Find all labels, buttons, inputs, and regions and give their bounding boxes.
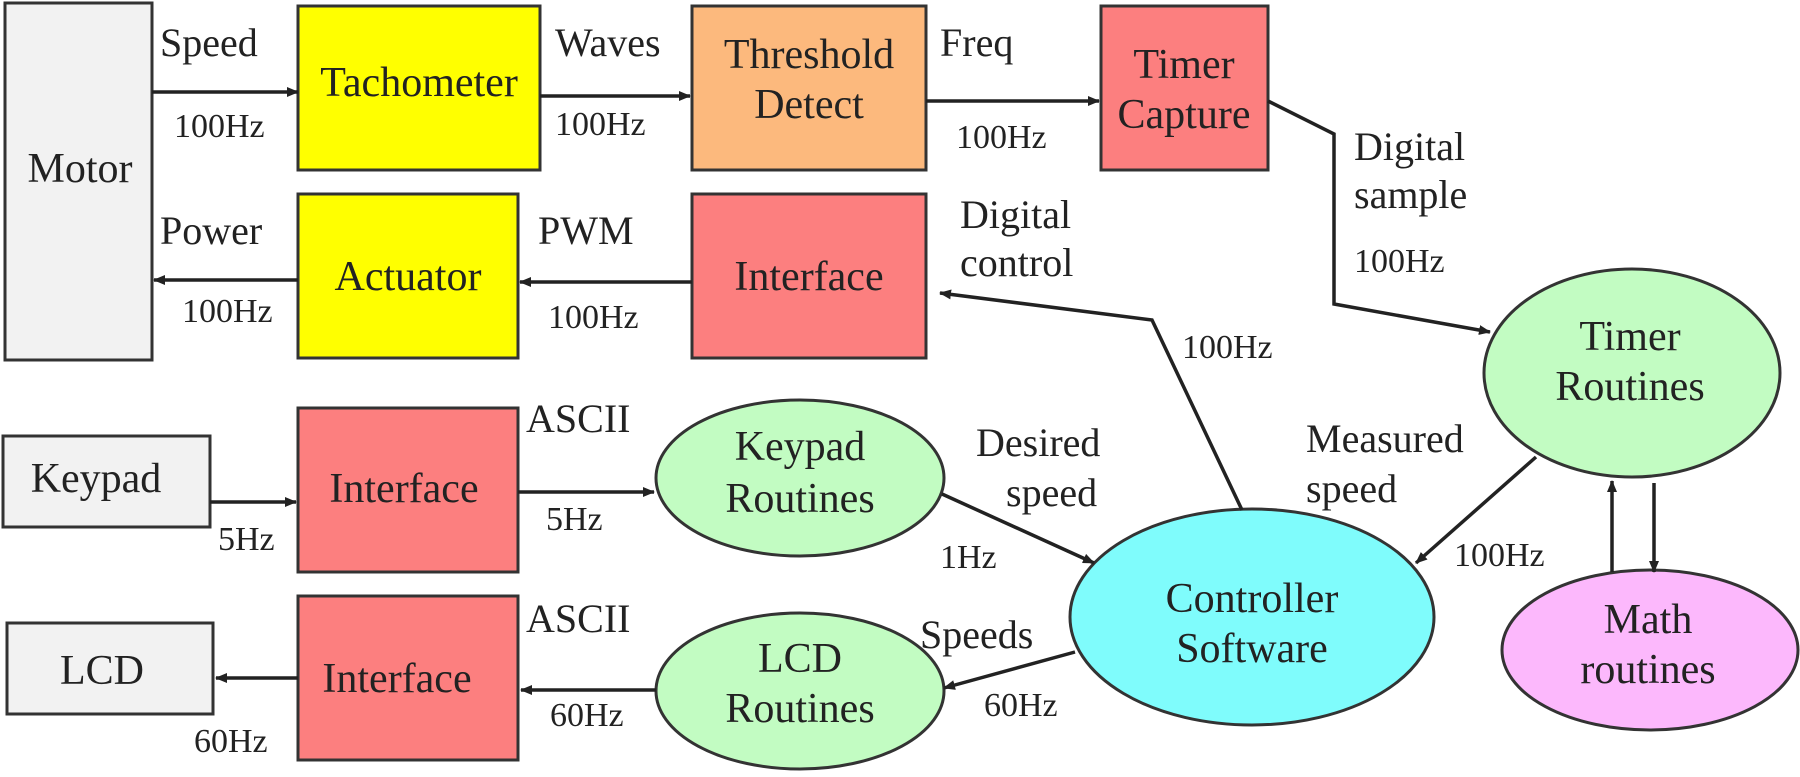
node-actuator-line-1: Actuator (335, 254, 482, 300)
edge-label-pwm: PWM (538, 208, 634, 253)
node-threshold-detect: Threshold Detect (690, 4, 928, 172)
edge-rate-lcd-out: 60Hz (194, 723, 268, 760)
node-tachometer: Tachometer (296, 4, 542, 172)
node-lcd-routines-line-1: LCD (758, 636, 842, 682)
edge-label-ascii-keypad: ASCII (526, 396, 630, 441)
node-tachometer-line-1: Tachometer (320, 60, 518, 106)
node-interface-pwm: Interface (690, 192, 928, 360)
node-keypad: Keypad (1, 434, 212, 529)
edge-timer-capture-to-timer-routines (1267, 99, 1491, 335)
node-lcd-line-1: LCD (60, 648, 144, 694)
node-motor-line-1: Motor (28, 146, 133, 192)
node-interface-pwm-line-1: Interface (734, 254, 883, 300)
edge-rate-digital-control: 100Hz (1182, 329, 1273, 366)
edge-label-waves: Waves (555, 20, 661, 65)
node-math-line-1: Math (1604, 597, 1693, 643)
node-threshold-line-2: Detect (754, 82, 864, 128)
node-timer-capture-line-1: Timer (1133, 42, 1234, 88)
edge-label-freq: Freq (940, 20, 1013, 65)
edge-label-measured-speed-2: speed (1306, 466, 1397, 511)
node-interface-keypad-line-1: Interface (329, 466, 478, 512)
edge-label-desired-speed-1: Desired (976, 420, 1100, 465)
edge-rate-keypad-in: 5Hz (218, 521, 275, 558)
node-interface-keypad: Interface (296, 406, 520, 574)
edge-rate-speed: 100Hz (174, 108, 265, 145)
node-math-routines: Math routines (1500, 568, 1800, 732)
edge-rate-speeds: 60Hz (984, 687, 1058, 724)
edge-label-speeds: Speeds (920, 612, 1033, 657)
node-controller-software: Controller Software (1068, 507, 1436, 727)
edge-rate-measured-speed: 100Hz (1454, 537, 1545, 574)
node-motor: Motor (3, 1, 154, 362)
node-keypad-routines-line-1: Keypad (735, 424, 866, 470)
edge-label-digital-sample-1: Digital (1354, 124, 1465, 169)
edge-rate-waves: 100Hz (555, 106, 646, 143)
edge-controller-to-interface (939, 289, 1244, 511)
node-lcd-routines: LCD Routines (654, 611, 946, 771)
edge-rate-freq: 100Hz (956, 119, 1047, 156)
edge-rate-power: 100Hz (182, 293, 273, 330)
node-controller-line-2: Software (1176, 626, 1328, 672)
edge-rate-pwm: 100Hz (548, 299, 639, 336)
edge-rate-desired-speed: 1Hz (940, 539, 997, 576)
node-timer-capture-line-2: Capture (1118, 92, 1251, 138)
node-controller-line-1: Controller (1166, 576, 1339, 622)
edge-rate-ascii-lcd: 60Hz (550, 697, 624, 734)
edge-keypad-routines-to-controller (941, 492, 1095, 565)
node-threshold-line-1: Threshold (724, 32, 894, 78)
node-actuator: Actuator (296, 192, 520, 360)
node-timer-capture: Timer Capture (1099, 4, 1270, 172)
node-interface-lcd: Interface (296, 594, 520, 762)
node-lcd-routines-line-2: Routines (725, 686, 874, 732)
edge-label-digital-control-1: Digital (960, 192, 1071, 237)
node-lcd: LCD (5, 621, 215, 716)
node-keypad-routines-line-2: Routines (725, 476, 874, 522)
node-timer-routines: Timer Routines (1482, 267, 1782, 479)
node-interface-lcd-line-1: Interface (322, 656, 471, 702)
edge-label-digital-control-2: control (960, 240, 1073, 285)
edge-rate-digital-sample: 100Hz (1354, 243, 1445, 280)
edge-label-measured-speed-1: Measured (1306, 416, 1464, 461)
edge-label-digital-sample-2: sample (1354, 172, 1467, 217)
edge-controller-to-lcd-routines (943, 650, 1076, 690)
node-timer-routines-line-2: Routines (1555, 364, 1704, 410)
edge-label-speed: Speed (160, 20, 258, 65)
edge-label-ascii-lcd: ASCII (526, 596, 630, 641)
node-timer-routines-line-1: Timer (1579, 314, 1680, 360)
edge-rate-ascii-keypad: 5Hz (546, 501, 603, 538)
edge-label-power: Power (160, 208, 262, 253)
node-math-line-2: routines (1580, 647, 1715, 693)
edge-timer-routines-to-controller (1414, 455, 1538, 565)
node-keypad-routines: Keypad Routines (654, 398, 946, 558)
edge-label-desired-speed-2: speed (1006, 470, 1097, 515)
node-keypad-line-1: Keypad (31, 456, 162, 502)
